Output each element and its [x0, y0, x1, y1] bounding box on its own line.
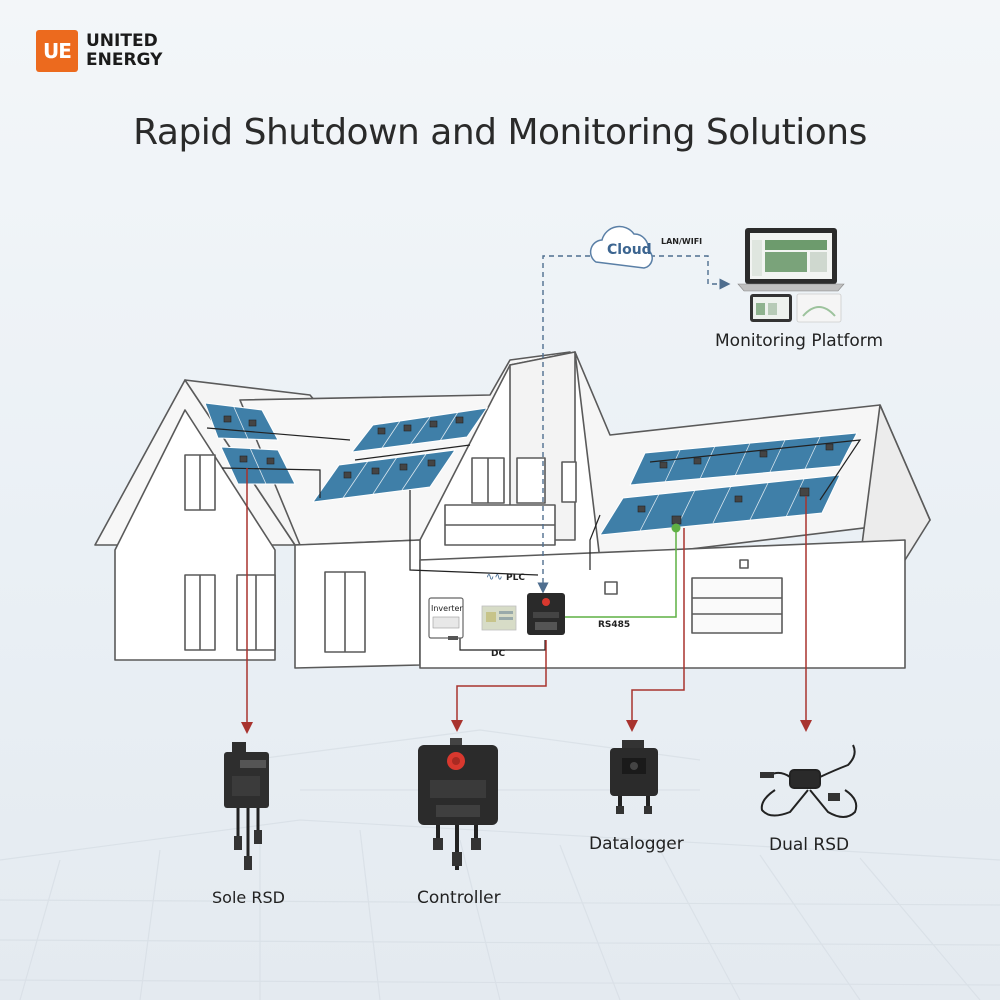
meter-device — [481, 605, 517, 631]
arrow-to-controller — [451, 640, 547, 732]
brand-logo: UE UNITED ENERGY — [36, 30, 162, 72]
rs485-label: RS485 — [598, 620, 631, 630]
sole-rsd-device — [224, 742, 269, 870]
solar-panel-array-4 — [311, 449, 457, 503]
monitoring-platform-devices — [737, 228, 845, 323]
lan-wifi-dashed-link — [650, 255, 731, 290]
dc-label: DC — [491, 649, 506, 659]
dc-wiring — [206, 427, 862, 651]
inverter-unit — [428, 597, 464, 640]
controller-device — [418, 738, 498, 870]
brand-mark: UE — [36, 30, 78, 72]
panel-rsd-units — [223, 415, 834, 525]
dual-rsd-label: Dual RSD — [769, 835, 850, 855]
plc-wave-icon: ∿∿ — [486, 572, 503, 583]
monitoring-platform-label: Monitoring Platform — [715, 331, 884, 351]
dual-rsd-device — [760, 744, 858, 818]
datalogger-label: Datalogger — [589, 834, 684, 854]
lan-wifi-label: LAN/WIFI — [661, 237, 703, 246]
plc-label: PLC — [506, 573, 525, 583]
cloud-label: Cloud — [607, 242, 652, 258]
arrow-to-datalogger — [626, 528, 685, 732]
solar-panel-array-1 — [204, 402, 279, 441]
cloud-dashed-link — [537, 255, 590, 594]
solar-panel-array-6 — [599, 474, 841, 536]
cloud-icon — [589, 225, 653, 269]
rs485-line — [565, 523, 681, 618]
product-arrows — [241, 468, 812, 734]
laptop-base — [737, 283, 845, 292]
controller-wall-unit — [527, 593, 565, 635]
sole-rsd-label: Sole RSD — [212, 888, 285, 907]
brand-name: UNITED ENERGY — [86, 32, 162, 70]
brand-line-2: ENERGY — [86, 50, 163, 70]
brand-line-1: UNITED — [86, 31, 158, 51]
datalogger-device — [610, 740, 658, 814]
controller-label: Controller — [417, 888, 501, 908]
page-title: Rapid Shutdown and Monitoring Solutions — [133, 112, 867, 153]
inverter-label: Inverter — [431, 604, 463, 613]
